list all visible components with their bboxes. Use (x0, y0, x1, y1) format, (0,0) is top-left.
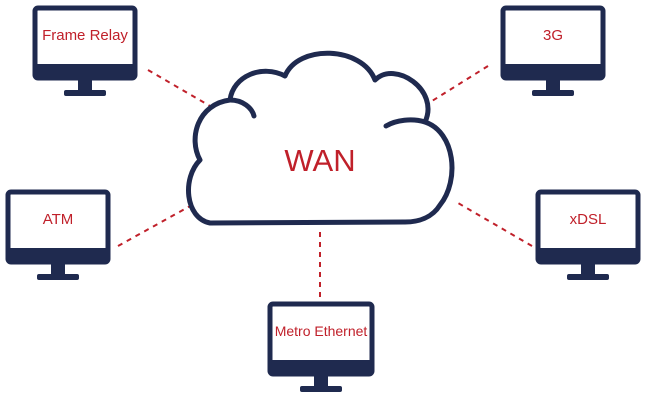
monitor-icon (500, 5, 606, 96)
monitor-icon (32, 5, 138, 96)
node-label-frame-relay: Frame Relay (42, 27, 128, 44)
link-3g (423, 65, 489, 107)
monitor-icon (535, 189, 641, 280)
connector-lines (117, 65, 533, 300)
node-label-metro-ethernet: Metro Ethernet (274, 323, 368, 339)
cloud-inner-curve-left (227, 97, 257, 119)
node-label-3g: 3G (542, 27, 563, 44)
link-frame-relay (147, 69, 211, 107)
cloud-icon (186, 50, 455, 226)
monitor-icon (5, 189, 111, 280)
cloud-inner-curve-right (383, 117, 428, 129)
node-label-xdsl: xDSL (569, 211, 607, 228)
link-atm (117, 204, 193, 247)
link-xdsl (457, 202, 533, 247)
cloud-label: WAN (284, 143, 356, 178)
node-label-atm: ATM (42, 211, 74, 228)
monitor-icon (267, 301, 375, 392)
